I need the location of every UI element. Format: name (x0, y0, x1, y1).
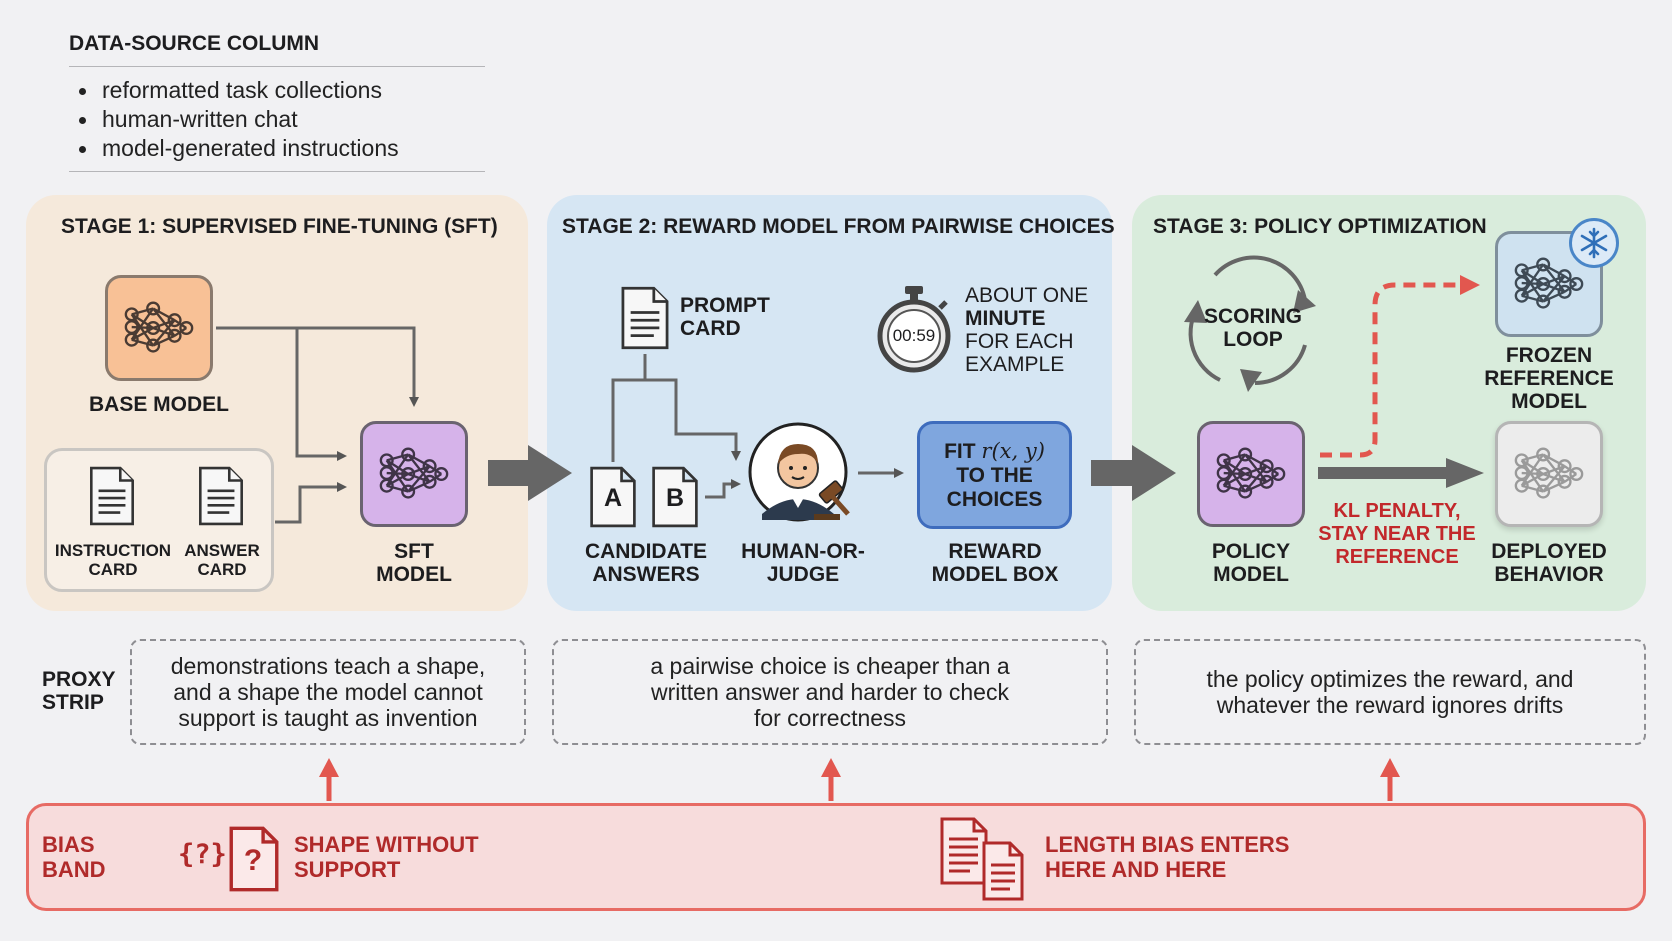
timer-icon: 00:59 (876, 286, 952, 374)
reward-fit-line: FIT r(x, y) (944, 439, 1045, 464)
neural-network-icon (1216, 447, 1286, 499)
length-docs-icon (940, 817, 1032, 901)
candidate-a-letter: A (603, 484, 623, 512)
question-doc-icon: ? (228, 826, 280, 892)
data-source-list: reformatted task collections human-writt… (76, 76, 496, 163)
timer-caption: ABOUT ONE MINUTE FOR EACH EXAMPLE (965, 284, 1105, 376)
reward-fit-suffix: TO THE CHOICES (946, 463, 1043, 511)
length-bias-text: LENGTH BIAS ENTERS HERE AND HERE (1045, 832, 1290, 882)
proxy-note-stage1: demonstrations teach a shape, and a shap… (130, 639, 526, 745)
reward-fit-formula: r(x, y) (981, 438, 1045, 463)
reward-fit-prefix: FIT (944, 439, 976, 463)
instruction-card-icon (90, 466, 134, 526)
timer-value: 00:59 (892, 326, 936, 345)
kl-penalty-label: KL PENALTY, STAY NEAR THE REFERENCE (1318, 500, 1476, 568)
timer-caption-line: FOR EACH (965, 330, 1074, 353)
prompt-card-icon (621, 286, 669, 350)
stage2-panel (547, 195, 1112, 611)
neural-network-icon (1514, 447, 1584, 499)
proxy-note-stage2: a pairwise choice is cheaper than a writ… (552, 639, 1108, 745)
policy-model-label: POLICY MODEL (1211, 540, 1291, 586)
neural-network-icon (124, 301, 194, 353)
snowflake-icon (1569, 218, 1619, 268)
timer-caption-line: MINUTE (965, 307, 1046, 330)
neural-network-icon (1514, 257, 1584, 309)
deployed-behavior-label: DEPLOYED BEHAVIOR (1491, 540, 1607, 586)
proxy-strip-label: PROXY STRIP (42, 668, 116, 714)
instruction-card-label: INSTRUCTION CARD (54, 541, 172, 579)
proxy-note-text: a pairwise choice is cheaper than a writ… (650, 653, 1010, 731)
bias-band (26, 803, 1646, 911)
sft-model-node (360, 421, 468, 527)
prompt-card-label: PROMPT CARD (680, 294, 770, 340)
stage3-title: STAGE 3: POLICY OPTIMIZATION (1153, 215, 1487, 238)
stage2-title: STAGE 2: REWARD MODEL FROM PAIRWISE CHOI… (562, 215, 1115, 238)
data-source-title: DATA-SOURCE COLUMN (69, 32, 320, 55)
proxy-note-text: the policy optimizes the reward, and wha… (1206, 666, 1574, 718)
deployed-behavior-node (1495, 421, 1603, 527)
judge-icon (748, 422, 860, 526)
proxy-note-text: demonstrations teach a shape, and a shap… (170, 653, 486, 731)
timer-caption-line: EXAMPLE (965, 353, 1065, 376)
base-model-label: BASE MODEL (88, 393, 229, 416)
list-item: reformatted task collections (76, 76, 496, 105)
candidate-a-card: A (589, 466, 637, 528)
base-model-node (105, 275, 213, 381)
reward-model-box-label: REWARD MODEL BOX (931, 540, 1059, 586)
candidate-answers-label: CANDIDATE ANSWERS (584, 540, 708, 586)
candidate-b-card: B (651, 466, 699, 528)
divider (69, 66, 485, 67)
proxy-note-stage3: the policy optimizes the reward, and wha… (1134, 639, 1646, 745)
reward-fit-box: FIT r(x, y) TO THE CHOICES (917, 421, 1072, 529)
bias-band-label: BIAS BAND (42, 832, 106, 882)
scoring-loop-label: SCORING LOOP (1203, 305, 1302, 351)
shape-without-support-text: SHAPE WITHOUT SUPPORT (294, 832, 479, 882)
shape-symbol: {?} (178, 839, 227, 870)
stage1-title: STAGE 1: SUPERVISED FINE-TUNING (SFT) (61, 215, 498, 238)
list-item: human-written chat (76, 105, 496, 134)
candidate-b-letter: B (665, 484, 685, 512)
divider (69, 171, 485, 172)
policy-model-node (1197, 421, 1305, 527)
neural-network-icon (379, 447, 449, 499)
frozen-reference-label: FROZEN REFERENCE MODEL (1484, 344, 1614, 413)
list-item: model-generated instructions (76, 134, 496, 163)
sft-model-label: SFT MODEL (376, 540, 452, 586)
answer-card-icon (199, 466, 243, 526)
answer-card-label: ANSWER CARD (184, 541, 260, 579)
timer-caption-line: ABOUT ONE (965, 284, 1089, 307)
judge-label: HUMAN-OR-JUDGE (741, 540, 865, 586)
